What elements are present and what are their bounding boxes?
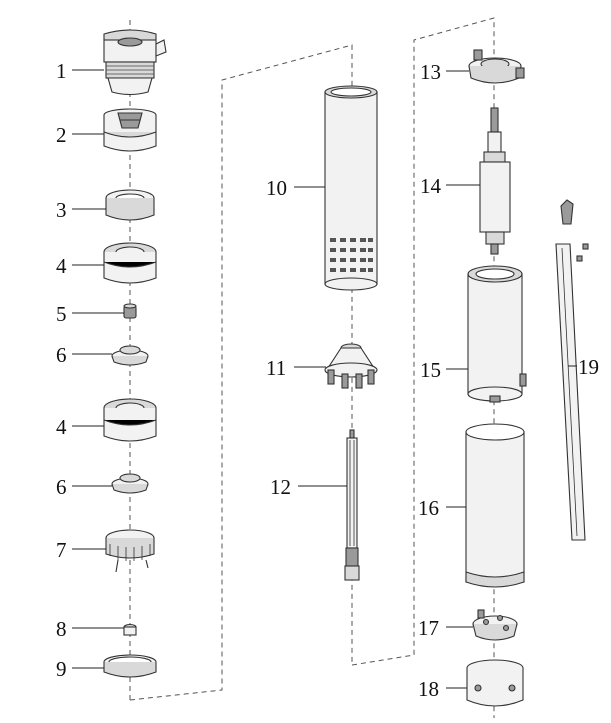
part-15-stator [467, 265, 527, 403]
callout-9: 9 [56, 657, 67, 681]
callout-4b: 4 [56, 415, 67, 439]
callout-3: 3 [56, 198, 67, 222]
part-19-cable-guard [555, 199, 589, 541]
callout-4a: 4 [56, 254, 67, 278]
part-5-bushing [123, 303, 137, 319]
callout-14: 14 [420, 174, 442, 198]
part-16-motor-casing [465, 423, 525, 588]
callout-6a: 6 [56, 343, 67, 367]
part-9-ring [103, 654, 157, 678]
part-8-coupling [123, 623, 137, 636]
callout-19: 19 [578, 355, 599, 379]
part-11-cone-bracket [324, 343, 378, 389]
callout-6b: 6 [56, 475, 67, 499]
callout-8: 8 [56, 617, 67, 641]
callout-labels: 1 2 3 4 5 6 4 6 7 8 9 10 11 12 13 14 15 … [56, 59, 599, 701]
callout-16: 16 [418, 496, 439, 520]
callout-15: 15 [420, 358, 441, 382]
leader-lines [72, 69, 577, 689]
part-3-diffuser [105, 189, 155, 221]
callout-12: 12 [270, 475, 291, 499]
part-12-rod [344, 429, 360, 581]
part-1-discharge-head [103, 29, 167, 96]
part-2-valve-housing [103, 108, 157, 152]
part-17-end-bell [472, 609, 518, 641]
callout-5: 5 [56, 302, 67, 326]
callout-17: 17 [418, 616, 439, 640]
callout-13: 13 [420, 60, 441, 84]
callout-2: 2 [56, 123, 67, 147]
callout-1: 1 [56, 59, 67, 83]
part-6-impeller-upper [111, 345, 149, 366]
part-4-stage-upper [103, 242, 157, 284]
callout-11: 11 [266, 356, 286, 380]
part-6-impeller-lower [111, 473, 149, 494]
part-7-suction-base [105, 529, 155, 573]
part-4-stage-lower [103, 398, 157, 442]
callout-7: 7 [56, 538, 67, 562]
part-13-motor-cover [468, 49, 525, 84]
part-14-rotor-shaft [479, 107, 511, 255]
callout-18: 18 [418, 677, 439, 701]
part-10-intake-screen [324, 85, 378, 291]
part-18-bottom-base [466, 659, 524, 707]
callout-10: 10 [266, 176, 287, 200]
